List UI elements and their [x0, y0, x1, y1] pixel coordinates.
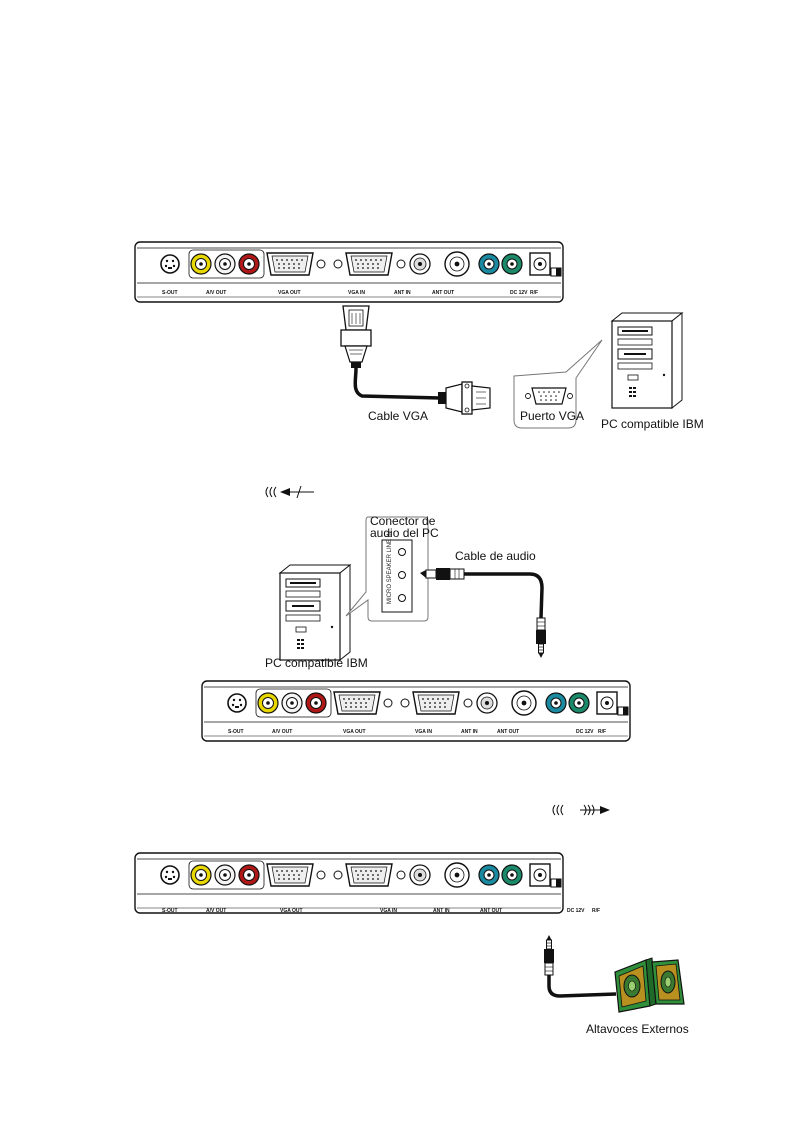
audio-cable-label: Cable de audio	[455, 549, 536, 563]
device-back-panel-3	[134, 852, 564, 914]
port-label-rf: R/F	[530, 290, 538, 296]
audio-cable-line	[464, 572, 544, 619]
port-label-ant-out-3: ANT OUT	[480, 908, 502, 914]
audio-out-symbol	[552, 804, 610, 816]
port-label-dc-12v: DC 12V	[510, 290, 528, 296]
port-label-s-out-3: S-OUT	[162, 908, 178, 914]
port-label-vga-out-2: VGA OUT	[343, 729, 366, 735]
pc-tower-2	[279, 564, 351, 661]
vga-cable-line	[353, 367, 441, 400]
connector-label-line1: Conector de	[370, 514, 436, 528]
port-label-rf-2: R/F	[598, 729, 606, 735]
vga-port-label: Puerto VGA	[520, 409, 584, 423]
port-labels-row-2: S-OUT A/V OUT VGA OUT VGA IN ANT IN ANT …	[228, 729, 606, 735]
port-label-av-out-3: A/V OUT	[206, 908, 226, 914]
audio-plug-pc	[420, 568, 465, 580]
port-label-vga-in: VGA IN	[348, 290, 365, 296]
port-label-vga-out-3: VGA OUT	[280, 908, 303, 914]
vga-connection-diagram: S-OUT A/V OUT VGA OUT VGA IN ANT IN ANT …	[134, 241, 704, 431]
vga-port-callout	[513, 339, 603, 429]
port-label-av-out-2: A/V OUT	[272, 729, 292, 735]
port-label-ant-in: ANT IN	[394, 290, 411, 296]
audio-plug-device	[535, 617, 547, 659]
port-label-ant-out: ANT OUT	[432, 290, 454, 296]
port-labels-row-3: S-OUT A/V OUT VGA OUT VGA IN ANT IN ANT …	[162, 908, 600, 914]
vga-cable-label: Cable VGA	[368, 409, 428, 423]
audio-input-diagram: PC compatible IBM Conector de audio del …	[201, 514, 631, 742]
port-label-rf-3: R/F	[592, 908, 600, 914]
pc-label-2: PC compatible IBM	[265, 656, 368, 670]
port-label-s-out-2: S-OUT	[228, 729, 244, 735]
speaker-cable-line	[547, 975, 617, 998]
vga-plug-horizontal	[438, 381, 491, 415]
port-label-ant-out-2: ANT OUT	[497, 729, 519, 735]
audio-jack-labels: MICRO SPEAKER LINE IN	[387, 531, 393, 604]
port-label-s-out: S-OUT	[162, 290, 178, 296]
vga-plug-vertical	[340, 305, 372, 368]
port-label-vga-in-3: VGA IN	[380, 908, 397, 914]
port-labels-row-1: S-OUT A/V OUT VGA OUT VGA IN ANT IN ANT …	[162, 290, 538, 296]
audio-jack-panel	[381, 539, 413, 613]
port-label-ant-in-2: ANT IN	[461, 729, 478, 735]
connector-label-line2: audio del PC	[370, 526, 439, 540]
port-label-av-out: A/V OUT	[206, 290, 226, 296]
port-label-vga-out: VGA OUT	[278, 290, 301, 296]
speaker-output-diagram: S-OUT A/V OUT VGA OUT VGA IN ANT IN ANT …	[134, 852, 689, 1036]
audio-plug-speakers	[543, 934, 555, 976]
external-speakers-icon	[614, 957, 685, 1013]
audio-in-symbol	[265, 485, 314, 499]
pc-tower-1	[611, 312, 683, 409]
port-label-dc-12v-3: DC 12V	[567, 908, 585, 914]
pc-label-1: PC compatible IBM	[601, 417, 704, 431]
port-label-vga-in-2: VGA IN	[415, 729, 432, 735]
vga-port-icon	[531, 387, 567, 405]
port-label-dc-12v-2: DC 12V	[576, 729, 594, 735]
port-label-ant-in-3: ANT IN	[433, 908, 450, 914]
speakers-label: Altavoces Externos	[586, 1022, 689, 1036]
